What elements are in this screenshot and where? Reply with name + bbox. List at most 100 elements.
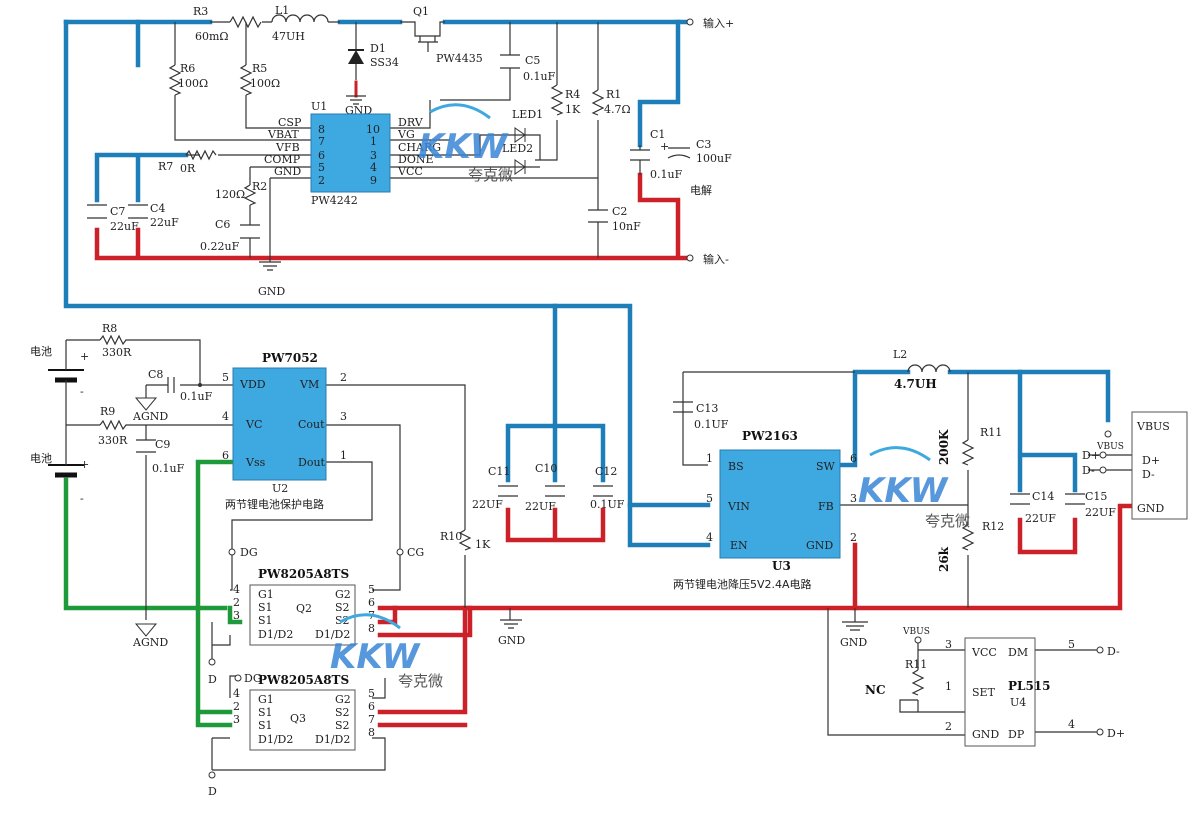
dm-ext-label: D- <box>1082 464 1095 477</box>
q2-pin-num: 4 <box>233 583 240 596</box>
resistor-r5 <box>239 64 253 96</box>
d-terminal-1 <box>208 658 216 666</box>
u2-pin-num: 1 <box>340 449 347 462</box>
ground-symbol-buck <box>842 608 868 631</box>
dm-terminal <box>1099 466 1107 474</box>
u1-pin-label: VCC <box>397 165 423 178</box>
resistor-r7 <box>185 149 217 161</box>
u1-pin-num: 2 <box>318 174 325 187</box>
inductor-l1 <box>271 14 329 23</box>
buck-section: C11 22UF C10 22UF C12 0.1UF C13 0.1UF L2… <box>472 348 1188 649</box>
r9-name: R9 <box>100 405 115 418</box>
q2-pin-num: 2 <box>233 596 240 609</box>
q3-pin-num: 2 <box>233 700 240 713</box>
capacitor-c8 <box>167 377 175 393</box>
cg-label: CG <box>407 546 424 559</box>
usb-dp: D+ <box>1142 454 1160 467</box>
watermark-brand: KKW <box>330 637 421 677</box>
capacitor-c1 <box>630 145 650 175</box>
r1-value: 4.7Ω <box>604 103 631 116</box>
resistor-r4 <box>550 84 564 116</box>
c11-value: 22UF <box>472 498 503 511</box>
u3-pin-num: 6 <box>850 452 857 465</box>
q3-pin-label: G2 <box>335 693 351 706</box>
q1-part: PW4435 <box>436 52 483 65</box>
r4-value: 1K <box>565 103 581 116</box>
u1-pin-label: CHARG <box>398 141 441 154</box>
c9-name: C9 <box>155 438 170 451</box>
c15-value: 22UF <box>1085 506 1116 519</box>
c2-name: C2 <box>612 205 627 218</box>
c12-value: 0.1UF <box>590 498 625 511</box>
watermark-cn: 夸克微 <box>398 672 443 690</box>
r11-value: 200K <box>937 429 951 465</box>
u4-pin-label: GND <box>972 728 999 741</box>
input-plus-label: 输入+ <box>703 16 734 30</box>
q3-pin-num: 6 <box>368 700 375 713</box>
c4-name: C4 <box>150 202 165 215</box>
u2-caption: 两节锂电池保护电路 <box>225 497 324 511</box>
c12-name: C12 <box>595 465 617 478</box>
c11-name: C11 <box>488 465 510 478</box>
agnd-label-1: AGND <box>132 410 168 423</box>
agnd-symbol-1 <box>134 397 158 411</box>
input-minus-terminal <box>686 254 694 262</box>
mosfet-q2 <box>249 584 356 646</box>
r7-name: R7 <box>158 160 173 173</box>
mosfet-q1 <box>418 36 438 52</box>
u4-part: PL515 <box>1008 679 1051 693</box>
capacitor-c7 <box>87 204 107 219</box>
q3-pin-num: 3 <box>233 713 240 726</box>
c3-value: 100uF <box>696 152 732 165</box>
capacitor-c6 <box>240 224 260 239</box>
watermark-1: KKW 夸克微 <box>418 103 513 184</box>
c7-value: 22uF <box>110 220 139 233</box>
ground-symbol-d1 <box>346 95 366 105</box>
u1-pin-label: VBAT <box>267 128 299 141</box>
u3-name: U3 <box>772 559 791 573</box>
capacitor-c14 <box>1010 493 1030 505</box>
dg-label: DG <box>240 546 258 559</box>
buck-gnd: GND <box>840 636 867 649</box>
r11-name: R11 <box>980 426 1002 439</box>
u1-pin-num: 8 <box>318 123 325 136</box>
u3-pin-label: FB <box>818 500 834 513</box>
dg-label-2: DG <box>244 672 262 685</box>
resistor-r12 <box>961 524 975 551</box>
r9-value: 330R <box>98 434 128 447</box>
u1-pin-num: 3 <box>370 149 377 162</box>
u3-pin-num: 5 <box>706 492 713 505</box>
q3-pin-num: 5 <box>368 687 375 700</box>
vbus-terminal <box>1104 430 1112 438</box>
chip-u1 <box>310 113 391 193</box>
battery-1-label: 电池 <box>30 345 52 358</box>
c7-name: C7 <box>110 205 125 218</box>
u3-pin-num: 2 <box>850 531 857 544</box>
led1-label: LED1 <box>512 108 543 121</box>
q3-pin-label: S1 <box>258 706 273 719</box>
u4-name: U4 <box>1010 696 1026 709</box>
pl515-dm-terminal <box>1096 646 1104 654</box>
r3-value: 60mΩ <box>195 30 229 43</box>
net-highlights <box>63 19 1135 728</box>
watermark-3: KKW 夸克微 <box>330 613 443 690</box>
q3-left-labels: G1 S1 S1 D1/D2 4 2 3 <box>233 687 293 746</box>
c13-value: 0.1UF <box>694 418 729 431</box>
q3-pin-label: D1/D2 <box>258 733 293 746</box>
u1-pin-num: 6 <box>318 149 325 162</box>
r7-value: 0R <box>180 162 196 175</box>
u3-pin-label: BS <box>728 460 744 473</box>
u1-pin-num: 7 <box>318 135 325 148</box>
u1-pin-num: 10 <box>366 123 380 136</box>
u2-pin-label: Cout <box>298 418 325 431</box>
battery-2-minus: - <box>80 492 84 505</box>
l1-value: 47UH <box>272 30 305 43</box>
u2-pin-label: VC <box>245 418 262 431</box>
pl515-vbus-label: VBUS <box>902 627 930 637</box>
inductor-l2 <box>907 364 951 373</box>
c8-value: 0.1uF <box>180 390 213 403</box>
d-label-2: D <box>208 785 217 798</box>
u2-pin-num: 6 <box>222 449 229 462</box>
q2-pin-num: 3 <box>233 609 240 622</box>
